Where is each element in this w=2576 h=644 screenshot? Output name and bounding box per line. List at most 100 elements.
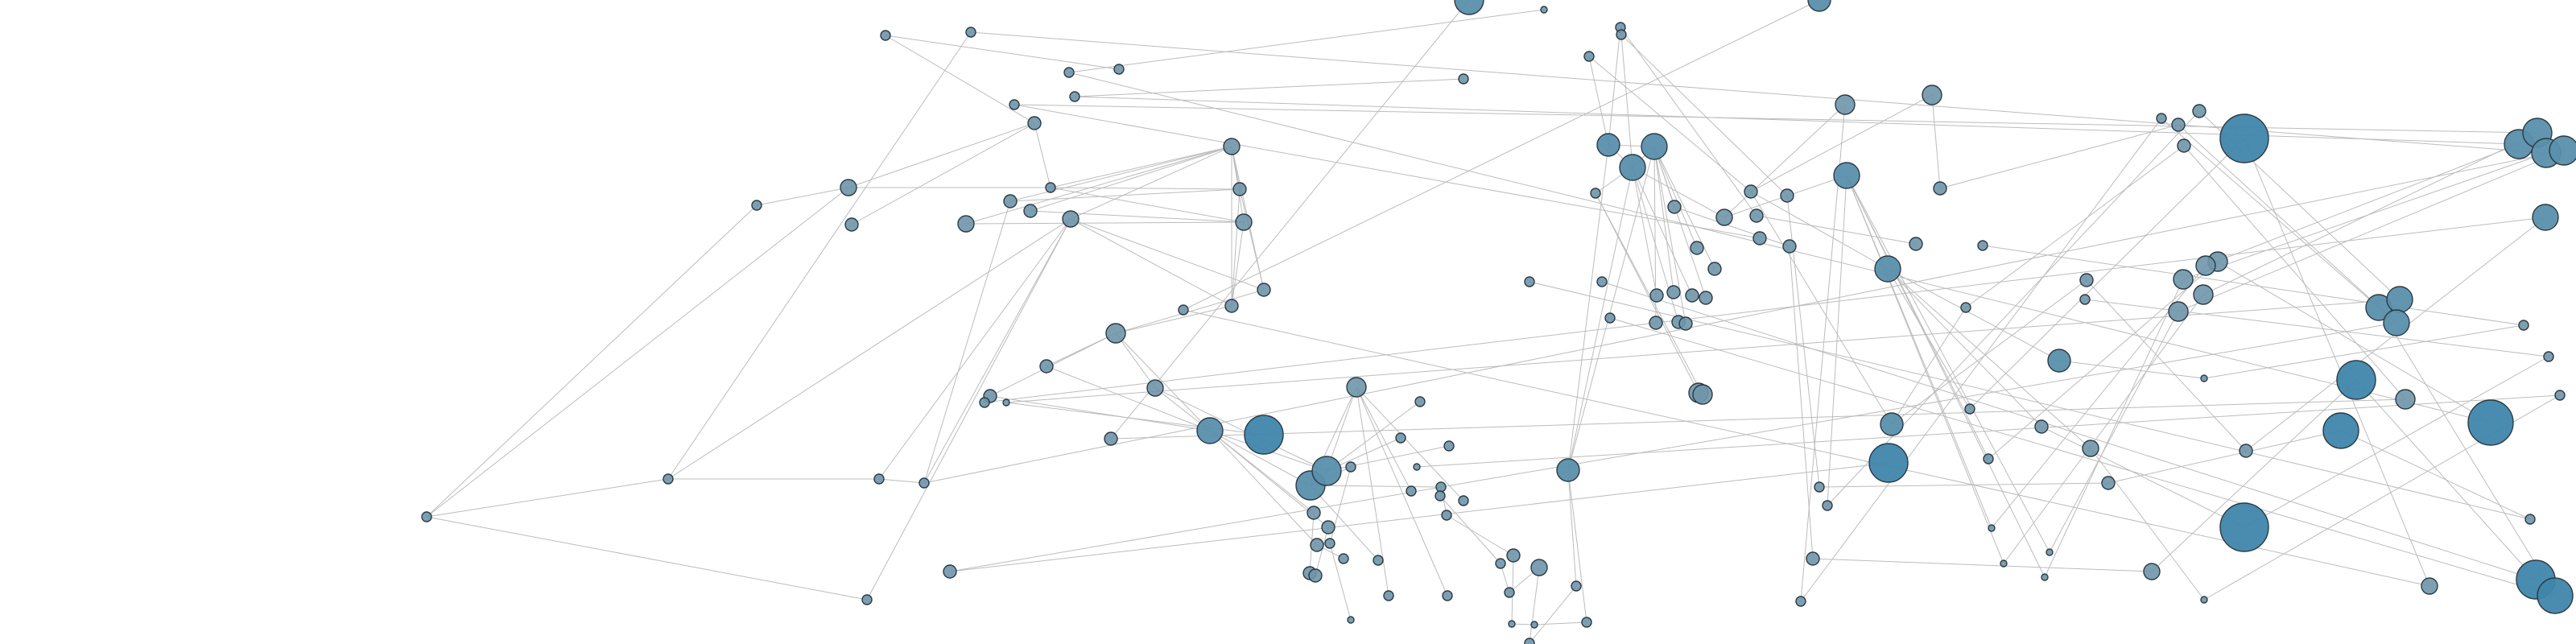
graph-node [2336, 360, 2376, 400]
graph-node [1104, 431, 1118, 446]
graph-node [1692, 384, 1713, 405]
graph-node [979, 397, 990, 408]
graph-node [2549, 135, 2576, 166]
graph-edge [1050, 146, 1232, 188]
graph-edge [949, 322, 2397, 572]
graph-node [957, 215, 975, 233]
graph-node [1458, 73, 1469, 85]
graph-edge [2151, 379, 2357, 572]
graph-node [1113, 64, 1125, 75]
graph-node [1880, 412, 1904, 436]
graph-node [1715, 208, 1733, 226]
graph-edge [1231, 221, 1245, 307]
graph-edge [1887, 268, 2042, 427]
graph-node [1063, 67, 1075, 78]
graph-edge [1827, 175, 1847, 506]
graph-edge [1724, 104, 1846, 218]
graph-edge [1013, 104, 1761, 239]
graph-node [844, 217, 859, 232]
graph-edge [1595, 192, 1703, 395]
graph-edge [2161, 118, 2380, 308]
graph-node [2239, 444, 2253, 458]
graph-node [1616, 29, 1627, 40]
graph-edge [1567, 167, 1633, 471]
graph-node [1223, 138, 1241, 155]
graph-node [1814, 481, 1825, 493]
graph-node [1062, 210, 1080, 228]
graph-edge [1750, 191, 1893, 425]
graph-edge [1756, 215, 1917, 245]
graph-edge [1818, 482, 2109, 488]
graph-edge [667, 218, 1071, 480]
graph-edge [2202, 132, 2538, 295]
graph-edge [1183, 0, 1820, 311]
graph-node [1933, 181, 1947, 196]
graph-edge [1632, 167, 1725, 218]
graph-edge [1588, 56, 1609, 146]
graph-node [1308, 568, 1323, 583]
graph-node [663, 473, 674, 485]
graph-edge [965, 221, 1245, 225]
graph-node [965, 27, 976, 38]
graph-edge [2182, 152, 2547, 280]
graph-node [1678, 316, 1693, 331]
graph-node [2518, 320, 2529, 331]
graph-node [1699, 291, 1713, 305]
graph-node [1257, 283, 1271, 297]
graph-node [1707, 262, 1722, 276]
graph-node [1988, 524, 1996, 532]
graph-node [1441, 510, 1452, 521]
graph-node [1002, 398, 1010, 407]
graph-node [1442, 590, 1453, 601]
graph-edge [984, 217, 2546, 403]
graph-node [1868, 443, 1909, 483]
graph-node [1373, 555, 1384, 566]
graph-edge [989, 395, 1211, 431]
graph-edge [1115, 332, 1211, 431]
graph-node [2101, 476, 2116, 490]
graph-edge [1329, 543, 1352, 621]
graph-node [2046, 548, 2054, 556]
graph-node [840, 179, 857, 196]
graph-edge [1005, 402, 1265, 436]
graph-edge [1620, 34, 1788, 196]
graph-node [1105, 323, 1126, 344]
graph-edge [1653, 146, 1707, 299]
graph-node [2193, 284, 2214, 305]
graph-edge [1115, 332, 1156, 389]
graph-node [861, 594, 873, 605]
graph-edge [1231, 188, 1241, 307]
graph-edge [1609, 317, 2556, 597]
graph-node [1752, 231, 1767, 246]
graph-node [1590, 188, 1601, 199]
graph-node [1413, 463, 1421, 471]
graph-edge [2217, 261, 2491, 423]
graph-node [1960, 302, 1971, 313]
graph-node [2156, 113, 2167, 124]
graph-node [2143, 563, 2161, 580]
graph-node [2079, 294, 2091, 305]
graph-edge [878, 478, 925, 484]
graph-node [1196, 417, 1224, 444]
node-layer [421, 0, 2576, 644]
graph-node [1458, 495, 1469, 506]
graph-node [1835, 94, 1856, 115]
graph-edge [2058, 360, 2205, 379]
graph-node [1406, 485, 1417, 497]
graph-node [2543, 351, 2554, 362]
graph-node [1146, 379, 1164, 397]
graph-node [1506, 548, 1521, 563]
graph-edge [848, 122, 1035, 188]
graph-edge [1310, 485, 1379, 561]
graph-edge [1789, 246, 1814, 559]
graph-edge [885, 35, 1120, 70]
graph-edge [426, 187, 849, 518]
graph-node [1641, 133, 1668, 160]
graph-edge [1812, 558, 2153, 572]
graph-edge [1939, 124, 2179, 189]
graph-edge [426, 204, 758, 518]
graph-node [1806, 551, 1820, 566]
graph-edge [1034, 122, 1051, 188]
graph-node [2219, 114, 2269, 163]
